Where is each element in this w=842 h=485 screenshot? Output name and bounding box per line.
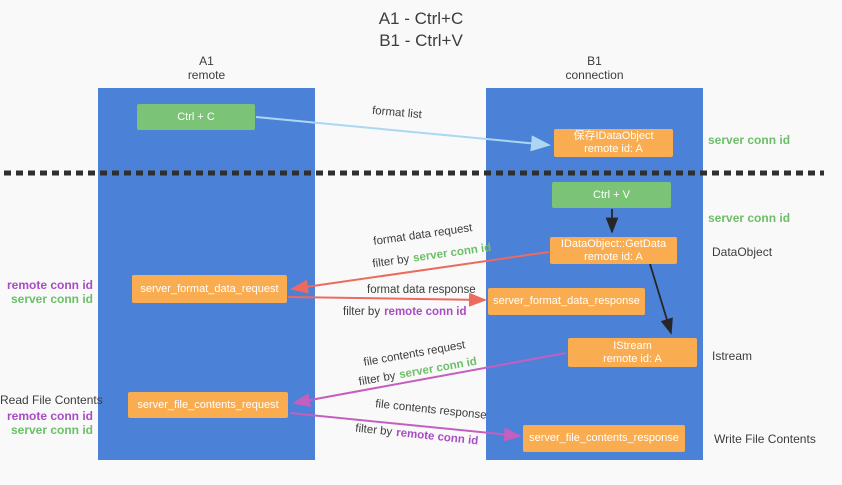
column-b1-subtitle: connection [565,68,624,82]
column-a1-name: A1 [199,54,214,68]
save-dataobject-box: 保存IDataObject remote id: A [554,129,673,157]
getdata-box: IDataObject::GetData remote id: A [550,237,677,264]
server-format-data-request-box: server_format_data_request [132,275,287,303]
istream-side-label: Istream [712,349,753,363]
left-conn-id-group-bottom: remote conn id server conn id [0,409,93,437]
remote-conn-id-side-label-1: remote conn id [6,278,93,292]
server-conn-id-side-label-2: server conn id [10,423,93,437]
server-conn-id-side-label-1: server conn id [10,292,93,306]
ctrl-v-label: Ctrl + V [593,188,630,201]
filter-by-text: filter by [371,253,411,271]
file-contents-response-label: file contents response [374,398,488,422]
server-conn-id-side-label-mid: server conn id [708,211,791,225]
server-file-contents-request-label: server_file_contents_request [137,398,279,411]
istream-line2: remote id: A [603,352,662,365]
column-header-a1: A1 remote [98,54,315,82]
filter-by-text: filter by [343,306,381,318]
ctrl-c-box: Ctrl + C [137,104,255,130]
server-format-data-request-label: server_format_data_request [140,282,279,295]
diagram-title: A1 - Ctrl+C B1 - Ctrl+V [0,8,842,52]
format-data-response-label: format data response [367,284,476,296]
istream-line1: IStream [613,339,652,352]
remote-conn-id-text: remote conn id [395,426,479,448]
format-list-label: format list [371,104,423,122]
remote-conn-id-side-label-2: remote conn id [6,409,93,423]
write-file-contents-label: Write File Contents [714,432,816,446]
format-data-response-arrow [287,292,487,307]
read-file-contents-label: Read File Contents [0,393,103,407]
ctrl-c-label: Ctrl + C [177,110,215,123]
title-line-2: B1 - Ctrl+V [379,31,463,50]
server-format-data-response-box: server_format_data_response [488,288,645,315]
filter-by-text: filter by [354,422,393,439]
ctrl-v-box: Ctrl + V [552,182,671,208]
server-file-contents-response-box: server_file_contents_response [523,425,685,452]
save-dataobject-line1: 保存IDataObject [573,130,654,142]
column-header-b1: B1 connection [486,54,703,82]
column-b1-name: B1 [587,54,602,68]
filter-by-text: filter by [357,370,397,389]
format-data-request-label: format data request [372,222,474,248]
getdata-line2: remote id: A [584,250,643,263]
server-conn-id-side-label-top: server conn id [708,133,791,147]
column-a1-subtitle: remote [187,68,226,82]
server-conn-id-text: server conn id [412,241,492,265]
istream-box: IStream remote id: A [568,338,697,367]
getdata-line1: IDataObject::GetData [560,237,667,250]
server-file-contents-response-label: server_file_contents_response [529,432,679,444]
dataobject-side-label: DataObject [712,245,773,259]
left-conn-id-group-top: remote conn id server conn id [0,278,93,306]
save-dataobject-line2: remote id: A [584,143,643,155]
read-file-contents-label-group: Read File Contents [0,393,103,407]
title-line-1: A1 - Ctrl+C [378,9,464,28]
server-format-data-response-label: server_format_data_response [493,295,640,307]
remote-conn-id-text: remote conn id [384,306,467,318]
server-file-contents-request-box: server_file_contents_request [128,392,288,418]
